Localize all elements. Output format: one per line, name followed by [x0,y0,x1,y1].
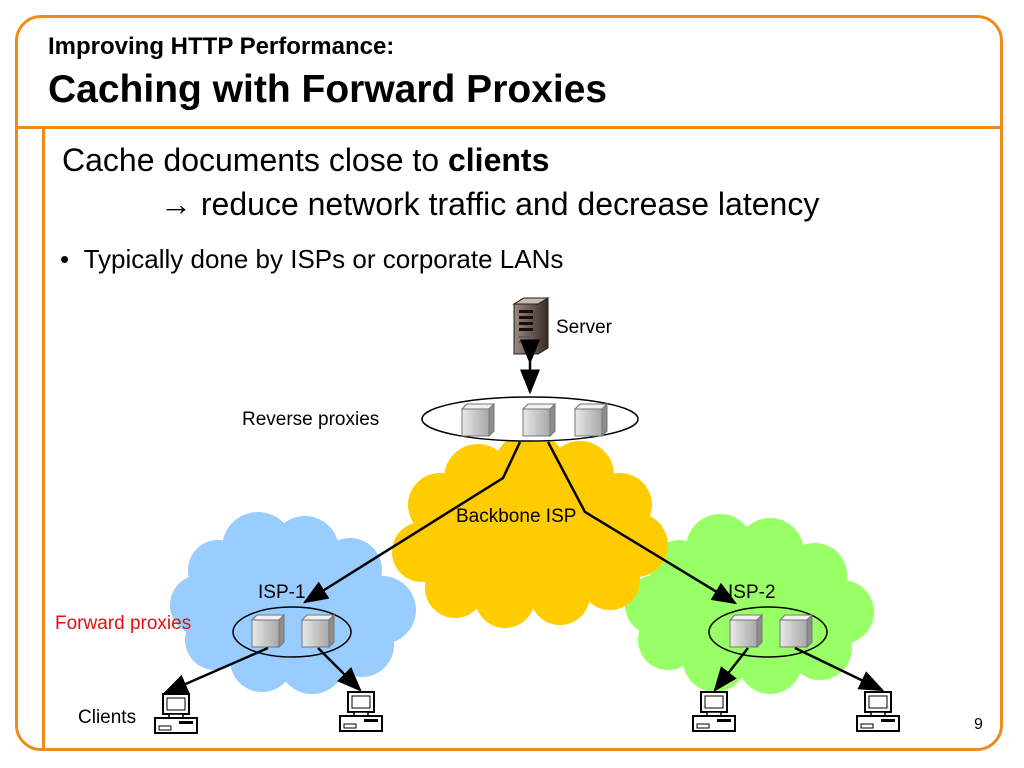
slide-frame [15,15,1003,751]
right-arrow-icon: → [160,186,192,222]
reverse-proxy-icon [461,403,495,437]
isp2-label: ISP-2 [728,582,776,603]
client-link-arrow [317,647,362,692]
page-number: 9 [974,716,983,733]
forward-proxy-icon [779,614,813,648]
isp1-cloud [170,512,416,694]
server-label: Server [556,317,613,338]
lead-line: Cache documents close to clients [62,142,549,179]
link-to-isp2-arrow [546,441,738,605]
title-divider [15,126,1003,129]
bullet-item: • Typically done by ISPs or corporate LA… [60,244,563,275]
isp1-label: ISP-1 [258,582,306,603]
bullet-text: Typically done by ISPs or corporate LANs [83,244,564,274]
forward-proxy-icon [301,614,335,648]
reverse-proxy-icon [522,403,556,437]
lead-bold-word: clients [447,142,550,178]
isp1-forward-proxies-group [232,606,352,658]
desktop-computer-icon [339,691,383,732]
lead-text: Cache documents close to [62,142,448,178]
desktop-computer-icon [692,691,736,732]
lead-subline: → reduce network traffic and decrease la… [160,186,819,223]
lead-subline-text: reduce network traffic and decrease late… [192,186,820,222]
server-tower-icon [512,297,550,355]
forward-proxy-icon [251,614,285,648]
forward-proxy-icon [729,614,763,648]
clients-label: Clients [78,707,136,728]
client-link-arrow [794,646,885,692]
desktop-computer-icon [154,693,198,734]
reverse-proxy-icon [574,403,608,437]
slide-subtitle: Improving HTTP Performance: [48,33,395,60]
client-link-arrow [162,646,269,695]
client-link-arrow [713,647,749,692]
isp2-forward-proxies-group [708,606,828,658]
bullet-mark: • [60,244,70,274]
reverse-proxies-label: Reverse proxies [242,409,379,430]
link-to-isp1-arrow [302,441,522,604]
desktop-computer-icon [856,691,900,732]
forward-proxies-label: Forward proxies [55,613,191,634]
slide-title: Caching with Forward Proxies [48,68,608,111]
backbone-isp-label: Backbone ISP [456,506,576,527]
backbone-cloud [392,432,668,628]
left-divider [42,126,45,751]
